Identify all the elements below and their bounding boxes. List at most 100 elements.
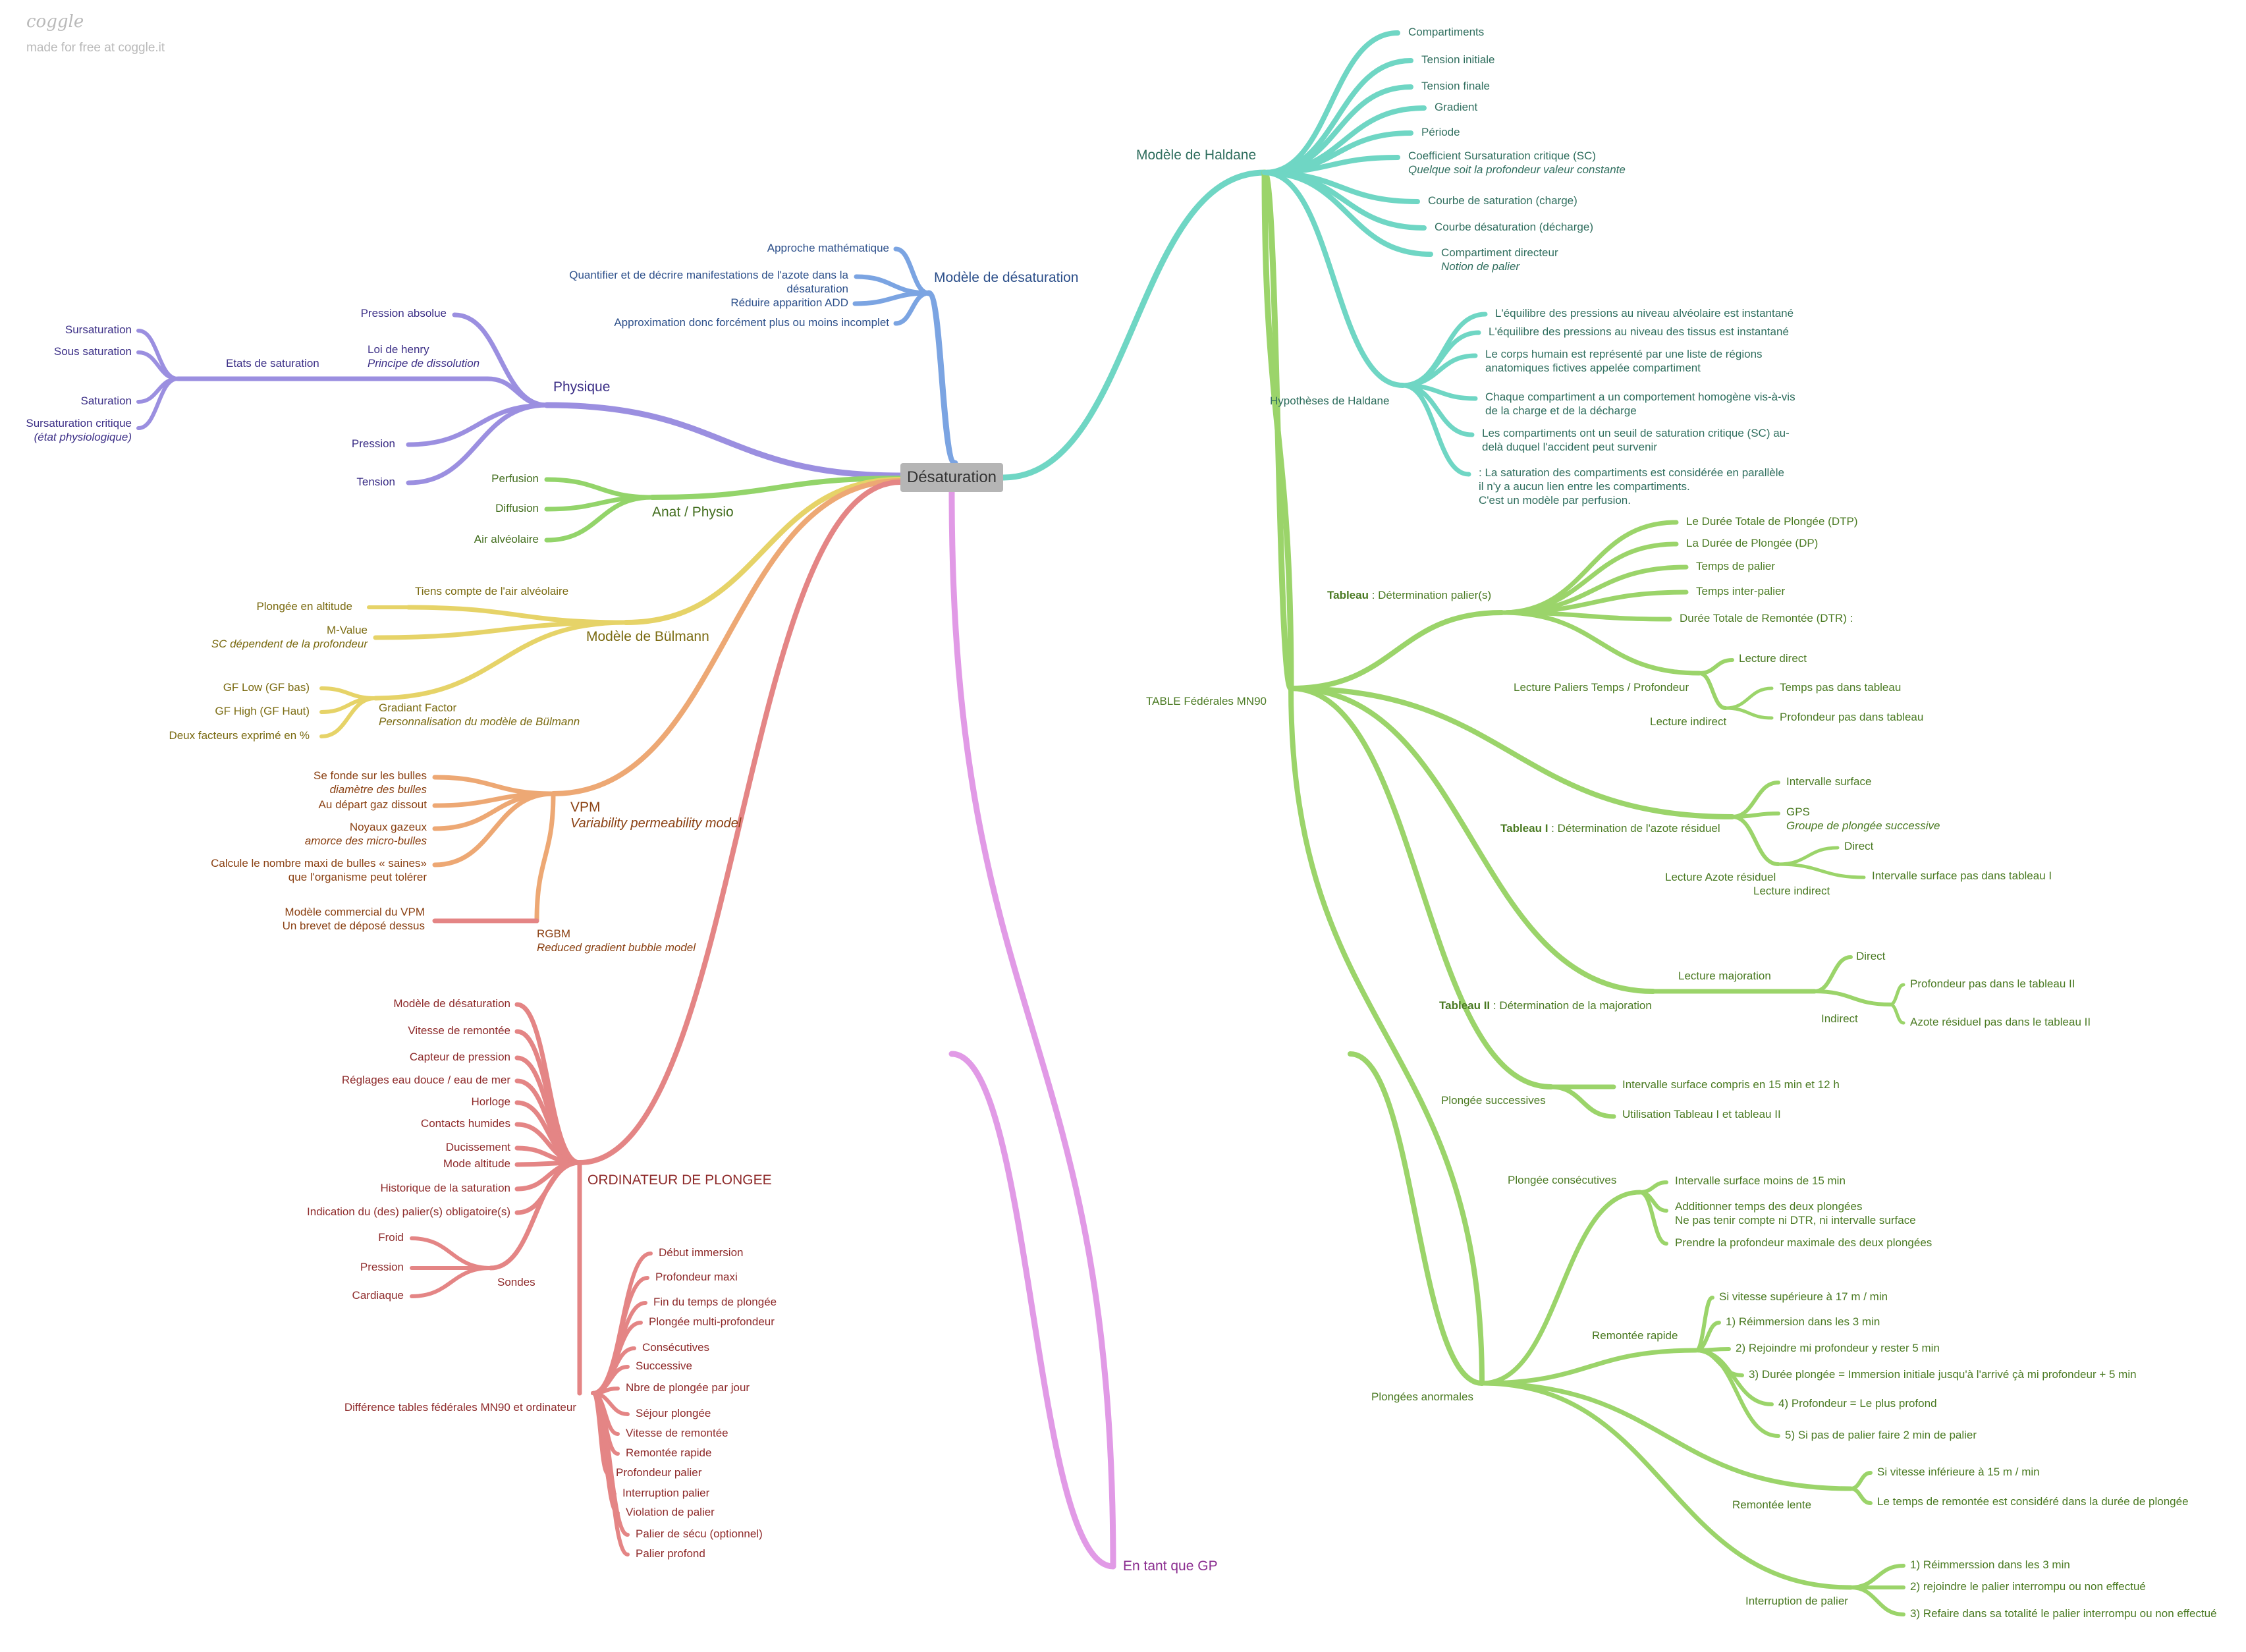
node-label[interactable]: Intervalle surface compris en 15 min et …	[1622, 1078, 1840, 1091]
node-label[interactable]: Remontée rapide	[1592, 1329, 1678, 1342]
node-label[interactable]: Temps pas dans tableau	[1780, 680, 1901, 694]
node-label[interactable]: Azote résiduel pas dans le tableau II	[1910, 1015, 2091, 1029]
haldane-item[interactable]: Tension finale	[1421, 79, 1490, 93]
node-label[interactable]: Si vitesse inférieure à 15 m / min	[1877, 1465, 2040, 1479]
node-label[interactable]: Réduire apparition ADD	[730, 296, 848, 310]
node-label[interactable]: Indirect	[1821, 1012, 1858, 1026]
node-label[interactable]: Plongée consécutives	[1508, 1173, 1616, 1187]
node-label[interactable]: Violation de palier	[626, 1505, 715, 1519]
node-label[interactable]: Palier de sécu (optionnel)	[636, 1527, 763, 1541]
node-label[interactable]: 5) Si pas de palier faire 2 min de palie…	[1785, 1428, 1977, 1442]
node-label[interactable]: Pression	[360, 1260, 404, 1274]
node-label[interactable]: Profondeur pas dans le tableau II	[1910, 977, 2075, 991]
node-label[interactable]: Prendre la profondeur maximale des deux …	[1675, 1236, 1932, 1250]
node-label[interactable]: Perfusion	[491, 472, 539, 485]
node-haldane[interactable]: Modèle de Haldane	[1136, 147, 1256, 163]
node-label[interactable]: Intervalle surface	[1786, 775, 1871, 788]
node-label[interactable]: Utilisation Tableau I et tableau II	[1622, 1107, 1781, 1121]
node-anat[interactable]: Anat / Physio	[652, 504, 734, 520]
haldane-item[interactable]: Courbe de saturation (charge)	[1428, 194, 1577, 207]
node-ordi[interactable]: ORDINATEUR DE PLONGEE	[588, 1172, 772, 1188]
node-label[interactable]: Au départ gaz dissout	[319, 798, 427, 812]
node-label[interactable]: Début immersion	[659, 1246, 744, 1259]
node-label[interactable]: Interruption palier	[622, 1486, 709, 1500]
node-label[interactable]: Profondeur maxi	[655, 1270, 738, 1284]
tableau-item[interactable]: La Durée de Plongée (DP)	[1686, 536, 1818, 550]
node-label[interactable]: Mode altitude	[443, 1157, 510, 1170]
node-label[interactable]: Intervalle surface pas dans tableau I	[1872, 869, 2052, 883]
node-label[interactable]: Approximation donc forcément plus ou moi…	[614, 316, 889, 329]
node-desat[interactable]: Modèle de désaturation	[934, 269, 1079, 286]
node-label[interactable]: 3) Refaire dans sa totalité le palier in…	[1910, 1607, 2217, 1620]
node-label[interactable]: Pression	[352, 437, 395, 451]
node-label[interactable]: 3) Durée plongée = Immersion initiale ju…	[1749, 1367, 2137, 1381]
haldane-item[interactable]: Tension initiale	[1421, 53, 1495, 67]
haldane-item[interactable]: Coefficient Sursaturation critique (SC)Q…	[1408, 149, 1626, 177]
node-label[interactable]: Sous saturation	[54, 344, 132, 358]
node-label[interactable]: Plongée en altitude	[256, 599, 352, 613]
node-label[interactable]: Nbre de plongée par jour	[626, 1381, 750, 1394]
node-label[interactable]: Fin du temps de plongée	[653, 1295, 777, 1309]
node-label[interactable]: Tiens compte de l'air alvéolaire	[415, 584, 568, 598]
node-label[interactable]: Lecture majoration	[1678, 969, 1771, 983]
tableau-item[interactable]: Durée Totale de Remontée (DTR) :	[1680, 611, 1853, 625]
node-label[interactable]: Diffusion	[495, 501, 539, 515]
node-label[interactable]: 2) rejoindre le palier interrompu ou non…	[1910, 1580, 2146, 1593]
node-label[interactable]: Direct	[1844, 839, 1873, 853]
lecture-indirect[interactable]: Lecture indirect	[1650, 715, 1726, 729]
node-tableau-2[interactable]: Tableau II : Détermination de la majorat…	[1439, 999, 1652, 1012]
node-label[interactable]: Remontée lente	[1732, 1498, 1811, 1512]
node-label[interactable]: Deux facteurs exprimé en %	[169, 729, 310, 742]
haldane-item[interactable]: Courbe désaturation (décharge)	[1435, 220, 1593, 234]
node-label[interactable]: Lecture indirect	[1753, 884, 1830, 898]
node-label[interactable]: 4) Profondeur = Le plus profond	[1778, 1396, 1937, 1410]
node-label[interactable]: Remontée rapide	[626, 1446, 711, 1460]
node-label[interactable]: Vitesse de remontée	[626, 1426, 728, 1440]
hypothese-item[interactable]: L'équilibre des pressions au niveau alvé…	[1495, 306, 1794, 320]
node-label[interactable]: Pression absolue	[361, 306, 447, 320]
node-label[interactable]: Vitesse de remontée	[408, 1024, 510, 1037]
node-label[interactable]: Calcule le nombre maxi de bulles « saine…	[211, 856, 427, 884]
haldane-item[interactable]: Gradient	[1435, 100, 1477, 114]
node-label[interactable]: Palier profond	[636, 1547, 705, 1560]
root-node[interactable]: Désaturation	[900, 463, 1003, 492]
node-label[interactable]: GF Low (GF bas)	[223, 680, 310, 694]
node-label[interactable]: Profondeur pas dans tableau	[1780, 710, 1923, 724]
node-label[interactable]: Successive	[636, 1359, 692, 1373]
node-label[interactable]: Horloge	[471, 1095, 510, 1109]
node-label[interactable]: 1) Réimmersion dans les 3 min	[1726, 1315, 1880, 1329]
node-label[interactable]: Le temps de remontée est considéré dans …	[1877, 1495, 2189, 1508]
node-label[interactable]: Froid	[378, 1230, 404, 1244]
hypothese-item[interactable]: Chaque compartiment a un comportement ho…	[1485, 390, 1795, 418]
hypothese-item[interactable]: L'équilibre des pressions au niveau des …	[1489, 325, 1789, 339]
node-label[interactable]: Direct	[1856, 949, 1885, 963]
tableau-item[interactable]: Temps inter-palier	[1696, 584, 1785, 598]
node-physique[interactable]: Physique	[553, 379, 610, 395]
node-table[interactable]: TABLE Fédérales MN90	[1146, 694, 1267, 708]
node-label[interactable]: Ducissement	[446, 1140, 510, 1154]
node-label[interactable]: Sursaturation critique(état physiologiqu…	[26, 416, 132, 444]
node-label[interactable]: Si vitesse supérieure à 17 m / min	[1719, 1290, 1888, 1304]
node-label[interactable]: Quantifier et de décrire manifestations …	[569, 268, 848, 296]
node-hypotheses[interactable]: Hypothèses de Haldane	[1270, 394, 1389, 408]
node-label[interactable]: Réglages eau douce / eau de mer	[342, 1073, 510, 1087]
node-label[interactable]: GF High (GF Haut)	[215, 704, 310, 718]
node-label[interactable]: Modèle de désaturation	[393, 997, 510, 1010]
node-label[interactable]: Intervalle surface moins de 15 min	[1675, 1174, 1846, 1188]
node-label[interactable]: Etats de saturation	[226, 356, 319, 370]
node-gp[interactable]: En tant que GP	[1123, 1558, 1218, 1574]
hypothese-item[interactable]: Les compartiments ont un seuil de satura…	[1482, 426, 1790, 454]
node-label[interactable]: Consécutives	[642, 1340, 709, 1354]
haldane-item[interactable]: Période	[1421, 125, 1460, 139]
node-label[interactable]: Séjour plongée	[636, 1406, 711, 1420]
tableau-item[interactable]: Le Durée Totale de Plongée (DTP)	[1686, 514, 1858, 528]
node-bulmann[interactable]: Modèle de Bülmann	[586, 628, 709, 645]
